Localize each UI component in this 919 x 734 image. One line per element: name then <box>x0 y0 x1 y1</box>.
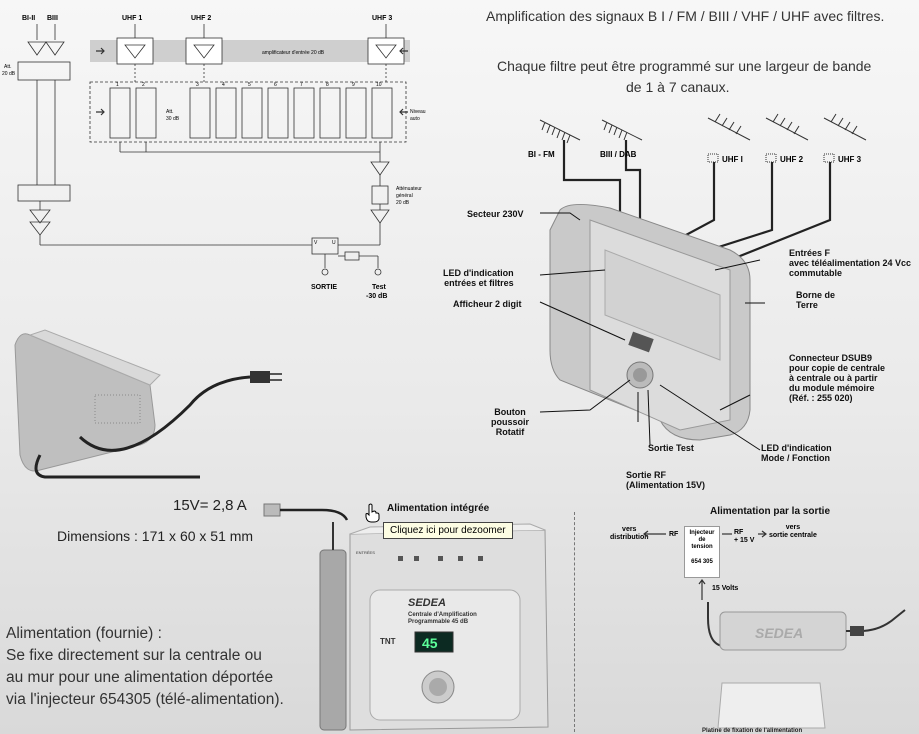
svg-text:5: 5 <box>248 82 251 88</box>
svg-text:TNT: TNT <box>380 637 396 646</box>
header-line-1: Amplification des signaux B I / FM / BII… <box>486 8 885 24</box>
ann-secteur: Secteur 230V <box>467 209 524 219</box>
label-biii: BIII <box>47 15 58 22</box>
svg-text:2: 2 <box>142 82 145 88</box>
power-desc-2: Se fixe directement sur la centrale ou <box>6 647 262 664</box>
rf-plus15: RF+ 15 V <box>734 529 755 544</box>
svg-text:4: 4 <box>222 82 225 88</box>
ann-sortie-rf: Sortie RF(Alimentation 15V) <box>626 470 706 490</box>
integrated-device-photo[interactable]: SEDEA Centrale d'Amplification Programma… <box>310 512 560 734</box>
svg-text:Att.: Att. <box>166 109 174 115</box>
power-desc-1: Alimentation (fournie) : <box>6 625 162 642</box>
dezoom-tooltip[interactable]: Cliquez ici pour dezoomer <box>383 522 513 539</box>
integrated-display: 45 <box>422 635 438 651</box>
label-uhf1: UHF 1 <box>122 15 142 22</box>
label-bii: BI-II <box>22 15 35 22</box>
svg-text:6: 6 <box>274 82 277 88</box>
label-sortie: SORTIE <box>311 284 337 291</box>
ant-label-uhf3: UHF 3 <box>838 155 862 164</box>
svg-text:9: 9 <box>352 82 355 88</box>
vertical-divider <box>574 512 575 732</box>
svg-text:20 dB: 20 dB <box>2 71 16 77</box>
ant-label-biii: BIII / DAB <box>600 150 637 159</box>
svg-text:Niveau: Niveau <box>410 109 426 115</box>
device-diagram: BI - FM BIII / DAB UHF I UHF 2 UHF 3 <box>528 113 867 451</box>
svg-text:1: 1 <box>116 82 119 88</box>
sortie-psu-photo: SEDEA Platine de fixation de l'alimentat… <box>702 602 906 734</box>
label-uhf2: UHF 2 <box>191 15 211 22</box>
svg-text:Centrale d'Amplification: Centrale d'Amplification <box>408 612 477 618</box>
svg-text:auto: auto <box>410 116 420 122</box>
svg-text:V: V <box>314 240 318 246</box>
power-desc-4: via l'injecteur 654305 (télé-alimentatio… <box>6 691 284 708</box>
ann-sortie-test: Sortie Test <box>648 443 694 453</box>
antenna-icons <box>539 113 867 163</box>
svg-text:3: 3 <box>196 82 199 88</box>
ant-label-uhf2: UHF 2 <box>780 155 804 164</box>
power-supply-photo <box>14 329 282 479</box>
svg-text:-30 dB: -30 dB <box>366 293 387 300</box>
svg-text:Test: Test <box>372 284 387 291</box>
svg-text:U: U <box>332 240 336 246</box>
ant-label-bifm: BI - FM <box>528 150 555 159</box>
ant-label-uhf1: UHF I <box>722 155 743 164</box>
power-desc-3: au mur pour une alimentation déportée <box>6 669 274 686</box>
power-dimensions: Dimensions : 171 x 60 x 51 mm <box>57 528 254 544</box>
power-rating: 15V= 2,8 A <box>173 497 247 514</box>
svg-text:général: général <box>396 193 413 199</box>
sortie-arrows <box>643 530 767 600</box>
header-line-2a: Chaque filtre peut être programmé sur un… <box>497 58 872 74</box>
integrated-title: Alimentation intégrée <box>387 503 490 514</box>
block-schematic: BI-II BIII UHF 1 UHF 2 UHF 3 Att. 20 dB … <box>2 15 426 300</box>
svg-text:8: 8 <box>326 82 329 88</box>
header-line-2b: de 1 à 7 canaux. <box>626 79 730 95</box>
filter-numbers: 1 2 3 4 5 6 7 8 9 10 <box>116 82 382 88</box>
platine-label: Platine de fixation de l'alimentation <box>702 728 802 734</box>
svg-text:10: 10 <box>376 82 382 88</box>
svg-text:Att.: Att. <box>4 64 12 70</box>
svg-text:20 dB: 20 dB <box>396 200 410 206</box>
label-uhf3: UHF 3 <box>372 15 392 22</box>
svg-text:ENTRÉES: ENTRÉES <box>356 550 375 555</box>
svg-text:Atténuateur: Atténuateur <box>396 186 422 192</box>
svg-text:30 dB: 30 dB <box>166 116 180 122</box>
integrated-brand: SEDEA <box>408 597 446 609</box>
volts-label: 15 Volts <box>712 585 739 592</box>
amp-entree-label: amplificateur d'entrée 20 dB <box>262 50 325 56</box>
ann-afficheur: Afficheur 2 digit <box>453 299 522 309</box>
hand-cursor-icon <box>365 503 380 523</box>
sortie-title: Alimentation par la sortie <box>710 506 831 517</box>
svg-text:Programmable 45 dB: Programmable 45 dB <box>408 619 469 625</box>
dc-plug-icon <box>263 503 349 521</box>
svg-text:7: 7 <box>300 82 303 88</box>
sortie-brand: SEDEA <box>755 625 803 641</box>
device-body <box>549 204 751 441</box>
